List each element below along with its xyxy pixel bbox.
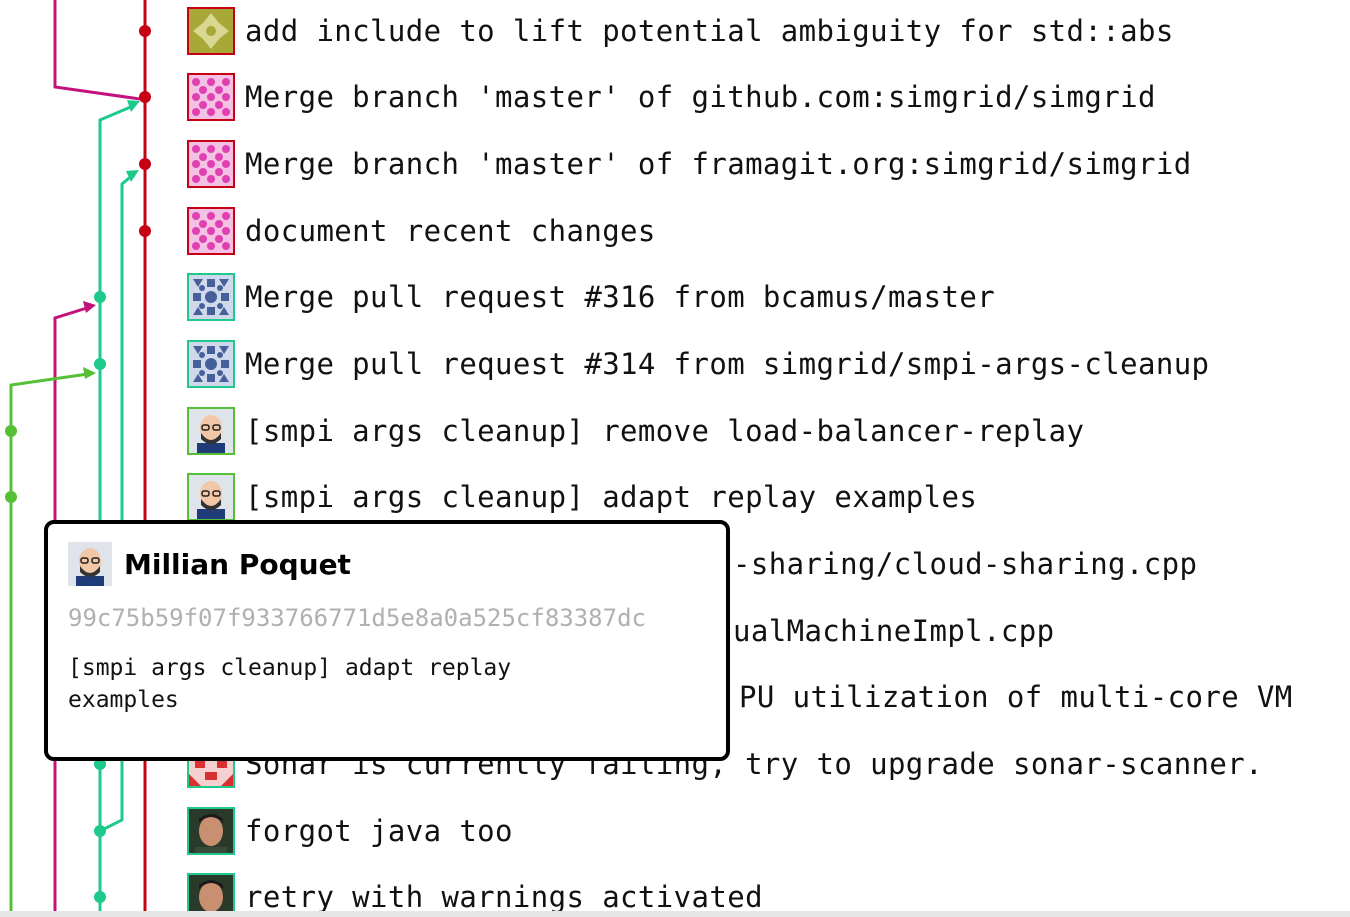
arrow-head [126,170,139,182]
arrow-head [83,367,96,379]
commit-row-partial[interactable]: -sharing/cloud-sharing.cpp [733,540,1197,588]
navy-identicon-icon [187,273,235,321]
commit-row[interactable]: Merge pull request #316 from bcamus/mast… [187,273,995,321]
tooltip-header: Millian Poquet [68,542,706,586]
face-avatar-icon [187,407,235,455]
commit-row[interactable]: Merge branch 'master' of github.com:simg… [187,73,1156,121]
commit-dot[interactable] [139,25,151,37]
commit-message: ualMachineImpl.cpp [733,614,1055,648]
arrow-head [83,301,96,313]
branch-line-teal-b [99,172,135,833]
commit-row-partial[interactable]: PU utilization of multi-core VM [733,673,1293,721]
tooltip-author: Millian Poquet [124,547,351,581]
commit-row[interactable]: retry with warnings activated [187,873,763,917]
commit-dot[interactable] [5,425,17,437]
commit-message: PU utilization of multi-core VM [739,680,1293,714]
pink-identicon-icon [187,207,235,255]
face-avatar-icon [187,473,235,521]
commit-dot[interactable] [139,225,151,237]
commit-message: retry with warnings activated [245,880,763,914]
commit-dot[interactable] [139,91,151,103]
commit-dot[interactable] [94,891,106,903]
pink-identicon-icon [187,140,235,188]
commit-row[interactable]: Merge pull request #314 from simgrid/smp… [187,340,1209,388]
pink-identicon-icon [187,73,235,121]
commit-dot[interactable] [5,491,17,503]
commit-row[interactable]: forgot java too [187,807,513,855]
tooltip-commit-message: [smpi args cleanup] adapt replay example… [68,655,512,713]
commit-message: Merge branch 'master' of framagit.org:si… [245,147,1192,181]
tooltip-commit-hash: 99c75b59f07f933766771d5e8a0a525cf83387dc [68,604,646,632]
commit-dot[interactable] [94,358,106,370]
commit-message: forgot java too [245,814,513,848]
olive-identicon-icon [187,7,235,55]
photo-avatar-icon [187,807,235,855]
commit-row[interactable]: add include to lift potential ambiguity … [187,7,1174,55]
author-avatar-icon [68,542,112,586]
commit-dot[interactable] [94,291,106,303]
horizontal-scrollbar[interactable] [0,911,1350,917]
commit-message: [smpi args cleanup] adapt replay example… [245,480,978,514]
commit-dot[interactable] [94,758,106,770]
commit-dot[interactable] [94,825,106,837]
commit-message: Merge branch 'master' of github.com:simg… [245,80,1156,114]
commit-message: add include to lift potential ambiguity … [245,14,1174,48]
commit-row[interactable]: [smpi args cleanup] remove load-balancer… [187,407,1084,455]
commit-message: [smpi args cleanup] remove load-balancer… [245,414,1085,448]
branch-line-magenta-top [53,0,141,101]
commit-message: -sharing/cloud-sharing.cpp [733,547,1198,581]
branch-line-green [9,372,89,917]
commit-row[interactable]: Merge branch 'master' of framagit.org:si… [187,140,1192,188]
arrow-head [127,100,140,112]
commit-row[interactable]: document recent changes [187,207,656,255]
commit-message: Merge pull request #316 from bcamus/mast… [245,280,996,314]
navy-identicon-icon [187,340,235,388]
commit-row-partial[interactable]: ualMachineImpl.cpp [733,607,1054,655]
branch-line-teal-a [98,104,134,917]
commit-message: document recent changes [245,214,656,248]
commit-tooltip: Millian Poquet 99c75b59f07f933766771d5e8… [44,520,730,761]
commit-dot[interactable] [139,158,151,170]
commit-message: Merge pull request #314 from simgrid/smp… [245,347,1210,381]
commit-row[interactable]: [smpi args cleanup] adapt replay example… [187,473,977,521]
